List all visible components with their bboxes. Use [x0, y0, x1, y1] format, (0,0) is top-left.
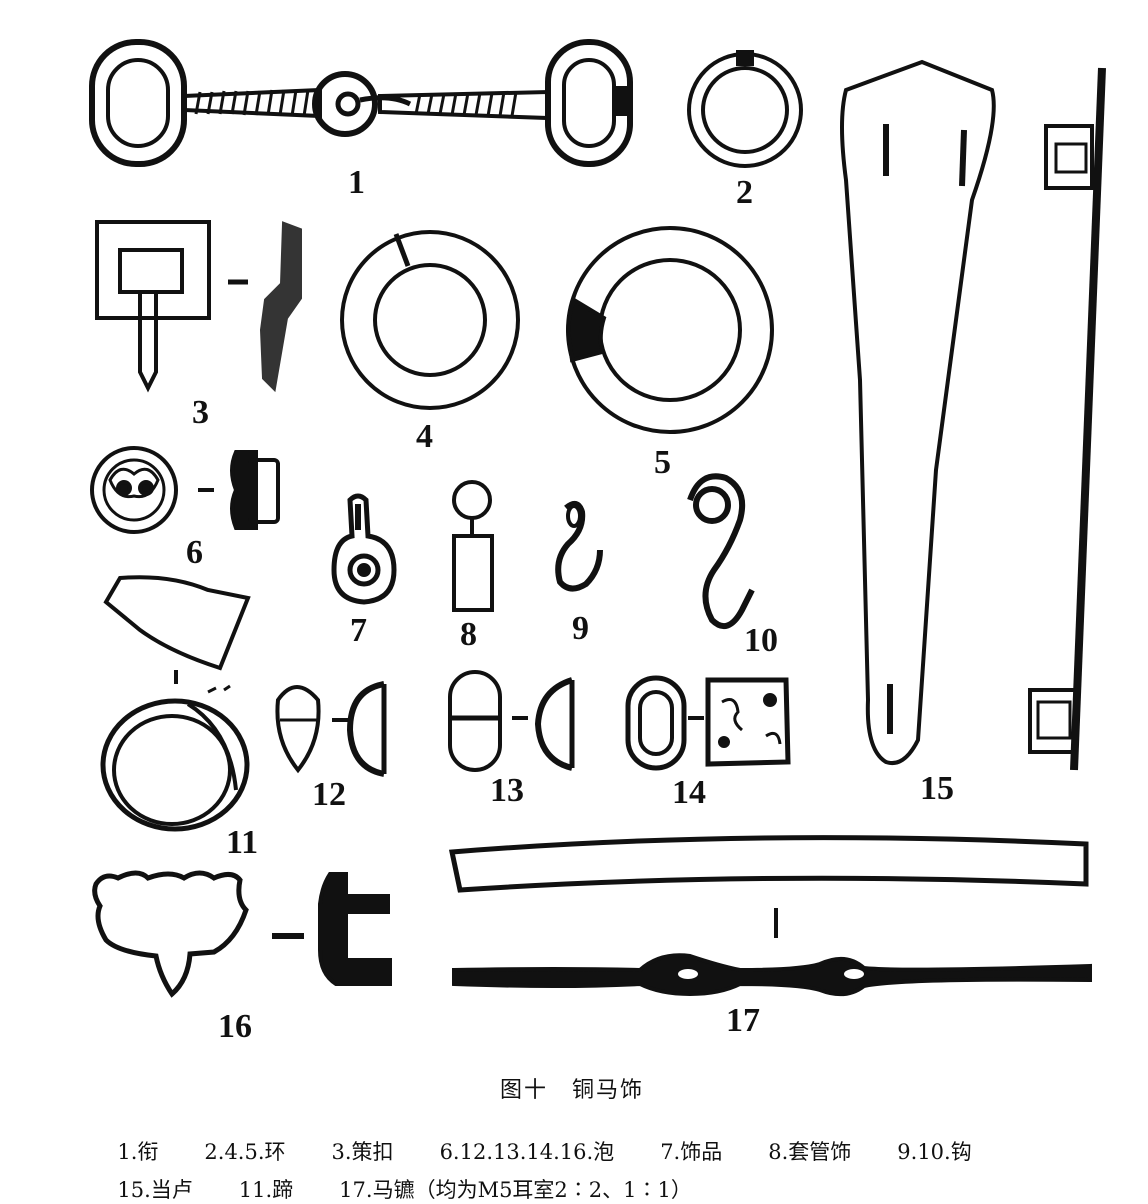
figure-number-13: 13 — [490, 772, 524, 809]
artifact-7-ornament — [331, 493, 397, 605]
figure-number-3: 3 — [192, 394, 209, 431]
figure-number-8: 8 — [460, 616, 477, 653]
legend-row-2: 15.当卢 11.蹄 17.马镳（均为M5耳室2∶2、1∶1） — [104, 1150, 738, 1204]
figure-number-11: 11 — [226, 824, 259, 861]
figure-number-15: 15 — [920, 770, 954, 807]
artifact-2-ring — [687, 50, 803, 168]
artifact-17-cheekpiece — [448, 835, 1092, 997]
figure-number-7: 7 — [350, 612, 367, 649]
artifact-plate — [89, 39, 1106, 998]
figure-number-1: 1 — [348, 164, 365, 201]
figure-number-10: 10 — [744, 622, 778, 659]
figure-number-17: 17 — [726, 1002, 760, 1039]
artifact-14-boss — [625, 675, 791, 771]
artifact-5-ring — [565, 226, 774, 434]
artifact-10-hook — [687, 473, 755, 630]
artifact-11-hoof — [100, 575, 251, 832]
legend-item-cheekpiece: 17.马镳（均为M5耳室2∶2、1∶1） — [339, 1178, 692, 1202]
artifact-12-boss — [275, 681, 387, 777]
legend-row-1: 1.衔 2.4.5.环 3.策扣 6.12.13.14.16.泡 7.饰品 8.套管饰 9.… — [104, 1112, 1018, 1166]
figure-number-14: 14 — [672, 774, 706, 811]
legend-item-rings: 2.4.5.环 — [204, 1140, 286, 1164]
figure-number-12: 12 — [312, 776, 346, 813]
artifact-3-buckle — [95, 220, 302, 393]
artifact-15-frontlet — [840, 59, 1106, 771]
figure-caption-title: 图十 铜马饰 — [500, 1078, 645, 1103]
legend-item-bit: 1.衔 — [117, 1140, 159, 1164]
legend-item-hoof: 11.蹄 — [238, 1178, 294, 1202]
artifact-9-hook — [555, 500, 603, 592]
figure-number-5: 5 — [654, 444, 671, 481]
artifact-13-boss — [448, 670, 575, 772]
legend-item-ornament: 7.饰品 — [660, 1140, 723, 1164]
artifact-1-bit — [89, 39, 633, 167]
legend-item-frontlet: 15.当卢 — [117, 1178, 193, 1202]
artifact-6-boss — [90, 446, 280, 534]
figure-number-6: 6 — [186, 534, 203, 571]
figure-number-16: 16 — [218, 1008, 252, 1045]
legend-item-hooks: 9.10.钩 — [897, 1140, 972, 1164]
legend-item-bosses: 6.12.13.14.16.泡 — [439, 1140, 615, 1164]
figure-number-2: 2 — [736, 174, 753, 211]
legend-item-buckle: 3.策扣 — [331, 1140, 394, 1164]
figure-number-9: 9 — [572, 610, 589, 647]
artifact-16-boss — [92, 870, 392, 998]
legend-item-tube: 8.套管饰 — [768, 1140, 852, 1164]
artifact-8-tube — [452, 480, 494, 612]
artifact-4-ring — [340, 230, 520, 410]
figure-number-4: 4 — [416, 418, 433, 455]
